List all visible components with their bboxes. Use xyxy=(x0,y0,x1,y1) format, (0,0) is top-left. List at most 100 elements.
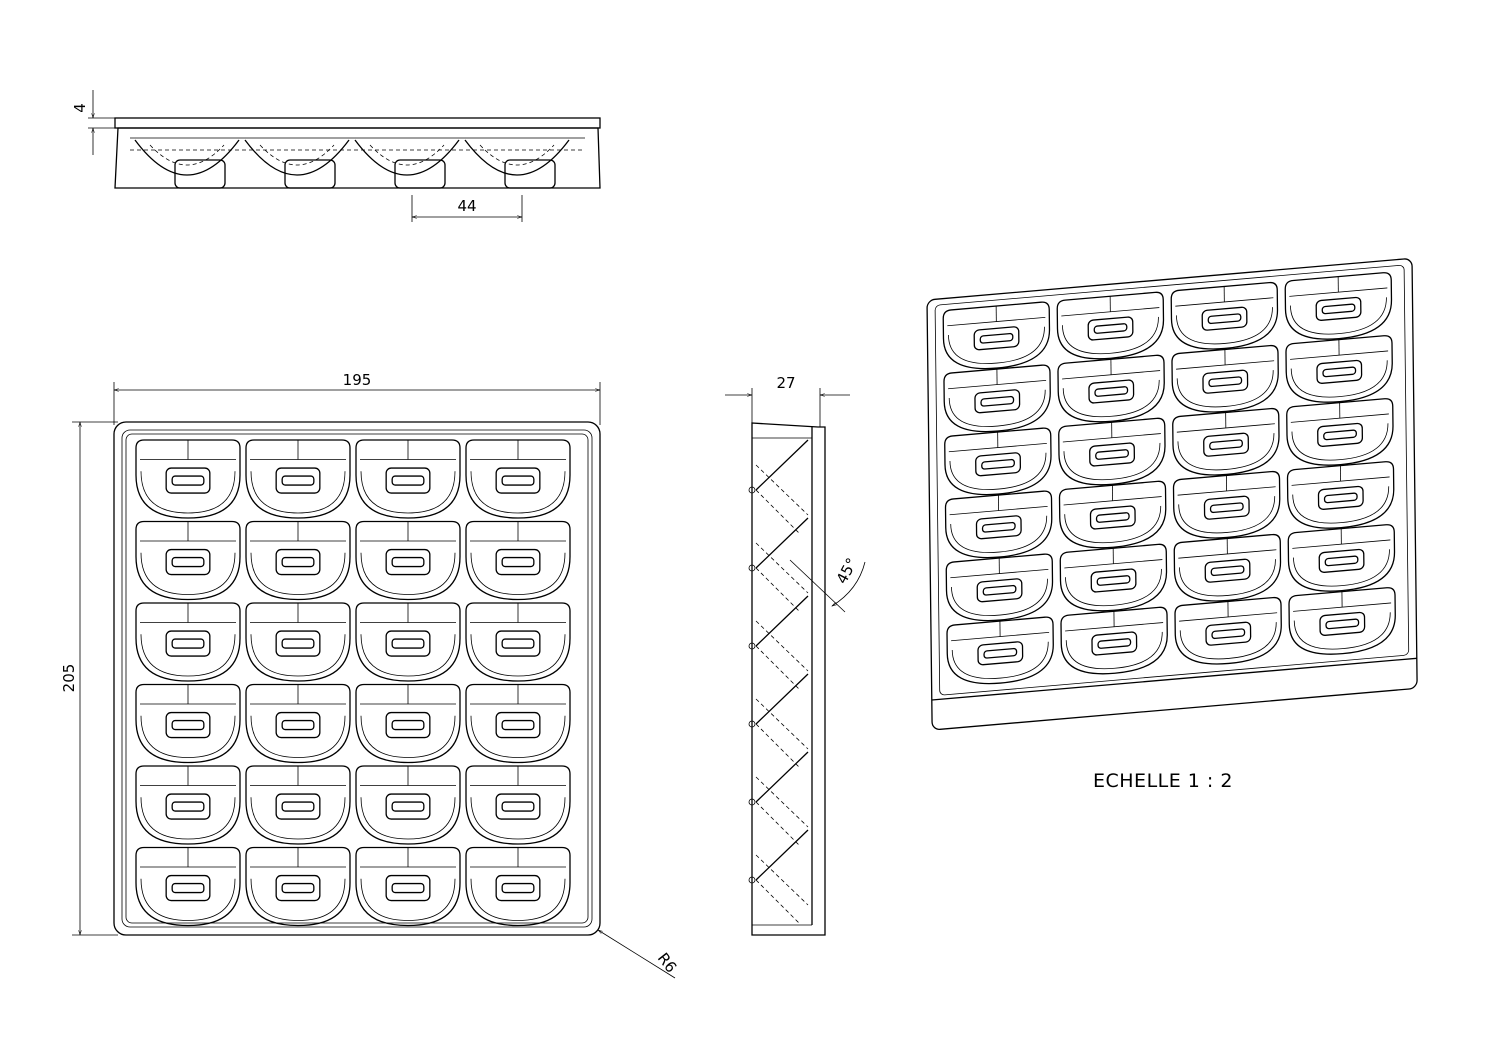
tray-cell xyxy=(1058,417,1166,486)
dimension-flange-thickness: 4 xyxy=(71,90,118,155)
tray-cell xyxy=(946,616,1054,685)
dimension-height: 205 xyxy=(60,421,118,936)
top-view-slot xyxy=(504,159,556,189)
tray-cell xyxy=(465,765,571,845)
scale-label: ECHELLE 1 : 2 xyxy=(1093,770,1233,792)
cell-slot xyxy=(495,874,541,902)
isometric-view xyxy=(926,258,1418,730)
cell-slot xyxy=(275,874,321,902)
tray-cell xyxy=(245,765,351,845)
tray-cell xyxy=(465,602,571,682)
tray-cell xyxy=(355,520,461,601)
cell-slot xyxy=(1090,568,1137,593)
cell-slot xyxy=(1318,548,1365,573)
tray-cell xyxy=(245,683,351,764)
cell-slot xyxy=(1316,359,1363,384)
tray-cell xyxy=(1172,470,1281,539)
tray-cell xyxy=(1171,344,1279,413)
cell-slot xyxy=(1202,369,1249,394)
tray-cell xyxy=(355,846,461,927)
tray-cell xyxy=(135,846,241,927)
dimension-depth: 27 xyxy=(725,374,850,427)
cell-slot xyxy=(165,467,211,494)
tray-cell xyxy=(1056,291,1165,360)
cell-slot xyxy=(1317,422,1364,447)
cell-slot xyxy=(495,711,541,739)
top-view-slot xyxy=(284,159,336,189)
top-view-slot xyxy=(394,159,446,189)
tray-cell xyxy=(135,439,241,519)
cell-slot xyxy=(495,548,541,576)
tray-cell xyxy=(943,364,1051,433)
cell-slot xyxy=(974,389,1021,414)
cell-slot xyxy=(165,711,211,739)
tray-cell xyxy=(355,765,461,845)
cell-slot xyxy=(1203,432,1250,457)
cell-slot xyxy=(1091,631,1138,656)
tray-cell xyxy=(1286,398,1394,466)
cell-slot xyxy=(385,874,431,902)
tray-cell xyxy=(1286,461,1395,529)
tray-cell xyxy=(135,765,241,845)
cell-slot xyxy=(275,548,321,576)
cell-slot xyxy=(1205,621,1252,646)
top-view xyxy=(114,117,601,189)
cell-slot xyxy=(165,630,211,657)
cell-slot xyxy=(275,711,321,739)
tray-cell xyxy=(944,490,1053,559)
dim-label-r6: R6 xyxy=(654,949,680,976)
tray-cell xyxy=(1173,533,1282,602)
dim-label-195: 195 xyxy=(343,371,372,389)
tray-cell xyxy=(1059,543,1168,612)
cell-slot xyxy=(385,467,431,494)
dimension-width: 195 xyxy=(113,371,601,425)
top-view-slot xyxy=(174,159,226,189)
tray-cell xyxy=(355,683,461,764)
cell-slot xyxy=(165,548,211,576)
tray-cell xyxy=(135,602,241,682)
tray-cell xyxy=(1174,596,1282,665)
cell-slot xyxy=(1088,379,1135,404)
tray-cell xyxy=(1287,524,1396,592)
tray-cell xyxy=(245,520,351,601)
tray-cell xyxy=(465,683,571,764)
tray-cell xyxy=(465,439,571,519)
cell-slot xyxy=(385,711,431,739)
cell-slot xyxy=(973,326,1020,351)
tray-cell xyxy=(1172,407,1280,476)
cell-slot xyxy=(975,452,1022,477)
cell-slot xyxy=(1203,495,1250,520)
cell-slot xyxy=(1317,485,1364,510)
tray-cell xyxy=(1058,480,1167,549)
tray-cell xyxy=(355,602,461,682)
cell-slot xyxy=(1201,306,1248,331)
front-view xyxy=(113,421,601,936)
tray-cell xyxy=(1170,281,1279,350)
side-view xyxy=(748,422,826,936)
tray-cell xyxy=(135,683,241,764)
dimension-corner-radius: R6 xyxy=(597,929,680,979)
tray-cell xyxy=(1284,272,1393,340)
tray-cell xyxy=(245,846,351,927)
cell-slot xyxy=(1087,316,1134,341)
cell-slot xyxy=(1204,558,1251,583)
cell-slot xyxy=(275,630,321,657)
dim-label-27: 27 xyxy=(776,374,795,392)
cell-slot xyxy=(385,630,431,657)
tray-cell xyxy=(942,301,1051,370)
cell-slot xyxy=(165,874,211,902)
cell-slot xyxy=(1089,505,1136,530)
tray-cell xyxy=(945,553,1054,622)
cell-slot xyxy=(495,630,541,657)
cell-slot xyxy=(1089,442,1136,467)
tray-cell xyxy=(944,427,1052,496)
tray-cell xyxy=(245,439,351,519)
dim-label-4: 4 xyxy=(71,103,89,113)
tray-cell xyxy=(1060,606,1168,675)
cell-slot xyxy=(1315,296,1362,321)
dim-label-205: 205 xyxy=(60,664,78,693)
tray-cell xyxy=(355,439,461,519)
tray-cell xyxy=(135,520,241,601)
dimension-cell-pitch: 44 xyxy=(411,195,523,222)
